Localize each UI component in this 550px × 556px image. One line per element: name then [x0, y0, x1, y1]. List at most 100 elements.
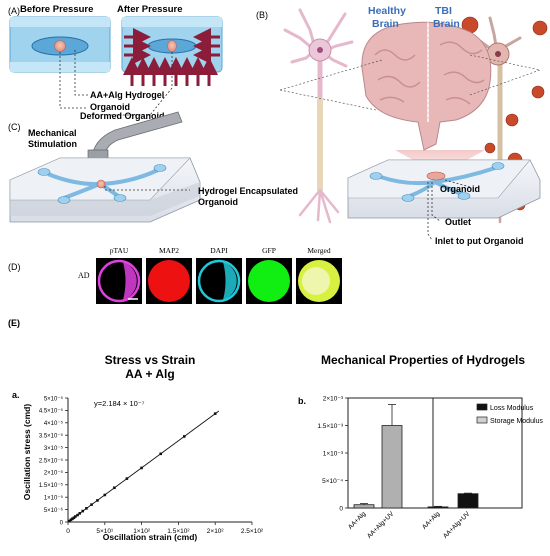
- category-label: AA+Alg+UV: [366, 510, 396, 540]
- channel-label: MAP2: [159, 246, 179, 255]
- x-tick-label: 2.5×10²: [241, 528, 264, 535]
- plot-frame: [347, 397, 523, 509]
- data-point: [71, 517, 74, 521]
- panel-a-label: (A): [8, 6, 20, 16]
- panel-c-label: (C): [8, 122, 21, 132]
- x-tick-label: 5×10¹: [96, 528, 114, 535]
- data-point: [182, 435, 186, 438]
- x-tick-label: 1×10²: [133, 528, 151, 535]
- data-point: [90, 503, 93, 506]
- y-tick-label: 2×10⁻³: [323, 395, 344, 402]
- healthy-label-1: Healthy: [368, 5, 406, 17]
- chart-a-panel-label: a.: [12, 390, 20, 400]
- chart-a-xlabel: Oscillation strain (cmd): [103, 532, 198, 542]
- y-tick-label: 4.5×10⁻⁵: [39, 408, 64, 415]
- x-tick-label: 2×10²: [207, 528, 225, 535]
- chart-b-title: Mechanical Properties of Hydrogels: [321, 353, 525, 367]
- data-point: [76, 513, 79, 517]
- bar: [427, 506, 449, 509]
- y-tick-label: 3×10⁻⁵: [44, 445, 64, 452]
- organoid-before: [54, 40, 66, 52]
- data-point: [96, 499, 99, 502]
- y-tick-label: 1×10⁻⁵: [44, 495, 64, 502]
- after-pressure-chamber: [121, 16, 223, 86]
- organoid-after: [167, 40, 177, 52]
- before-pressure-chamber: [9, 16, 111, 73]
- mechanical-label-1: Mechanical: [28, 128, 77, 138]
- stain-disc: [248, 260, 290, 302]
- category-label: AA+Alg: [421, 510, 442, 531]
- inlet-label: Inlet to put Organoid: [435, 236, 524, 246]
- bar: [353, 504, 375, 509]
- bar: [381, 425, 403, 509]
- mechanical-label-2: Stimulation: [28, 139, 77, 149]
- hydrogel-properties-chart: Mechanical Properties of Hydrogels b. 05…: [298, 353, 543, 540]
- microfluidic-chip-b: [347, 159, 541, 219]
- chart-a-title: Stress vs Strain: [105, 353, 196, 367]
- data-point: [78, 512, 82, 515]
- data-point: [140, 466, 143, 470]
- panel-b-callout-lines: [427, 179, 471, 241]
- stain-ring: [197, 259, 241, 303]
- data-point: [113, 486, 116, 490]
- panel-b: (B): [256, 5, 548, 246]
- zoom-lines: [279, 54, 541, 111]
- data-point: [81, 509, 85, 513]
- data-point: [74, 515, 77, 518]
- stain-ring: [97, 259, 141, 303]
- panel-c: (C) Mechanical Stimulation Hydrogel Enca…: [8, 111, 298, 223]
- panel-b-label: (B): [256, 10, 268, 20]
- panel-e-label: (E): [8, 318, 20, 328]
- fit-line: [67, 410, 220, 523]
- panel-a: (A) Before Pressure After Pressure: [8, 4, 223, 121]
- brain-illustration: [361, 21, 492, 175]
- chart-a-subtitle: AA + Alg: [125, 367, 174, 381]
- channel-label: Merged: [307, 246, 330, 255]
- y-tick-label: 0: [339, 505, 343, 512]
- stain-crescent: [223, 262, 237, 300]
- deformed-organoid-label: Deformed Organoid: [80, 111, 165, 121]
- data-point: [68, 519, 71, 523]
- x-tick-label: 1.5×10²: [167, 528, 190, 535]
- tbi-label-1: TBI: [435, 5, 452, 17]
- data-point: [103, 493, 107, 497]
- category-label: AA+Alg+UV: [442, 510, 472, 540]
- outlet-label: Outlet: [445, 217, 471, 227]
- legend-label: Loss Modulus: [490, 405, 534, 412]
- data-point: [72, 516, 76, 520]
- row-label-ad: AD: [78, 271, 90, 280]
- stain-crescent: [123, 262, 137, 300]
- organoid-in-chip-c: [96, 179, 106, 189]
- channel-label: DAPI: [210, 246, 228, 255]
- y-tick-label: 1.5×10⁻³: [317, 423, 343, 430]
- healthy-label-2: Brain: [372, 18, 399, 30]
- y-tick-label: 1.5×10⁻⁵: [39, 482, 64, 489]
- tbi-label-2: Brain: [433, 18, 460, 30]
- after-pressure-title: After Pressure: [117, 4, 182, 15]
- legend-swatch: [476, 416, 488, 424]
- y-tick-label: 1×10⁻³: [323, 450, 344, 457]
- stress-strain-chart: Stress vs Strain AA + Alg a. y=2.184 × 1…: [12, 353, 264, 542]
- legend-label: Storage Modulus: [490, 418, 543, 425]
- pressure-arrows-side: [124, 28, 220, 64]
- data-point: [159, 452, 163, 456]
- stain-disc: [148, 260, 190, 302]
- healthy-neuron: [283, 8, 354, 224]
- encapsulated-label-1: Hydrogel Encapsulated: [198, 186, 298, 196]
- data-point: [69, 518, 73, 522]
- data-point: [125, 477, 129, 480]
- chart-b-panel-label: b.: [298, 396, 306, 406]
- legend-swatch: [476, 403, 488, 411]
- before-pressure-title: Before Pressure: [20, 4, 93, 15]
- encapsulated-label-2: Organoid: [198, 197, 238, 207]
- pressure-arrows-bottom: [123, 57, 218, 86]
- organoid-label-b: Organoid: [440, 184, 480, 194]
- organoid-label-a: Organoid: [90, 102, 130, 112]
- panel-e: (E): [8, 318, 20, 328]
- data-point: [85, 507, 88, 510]
- y-tick-label: 4×10⁻⁵: [44, 420, 64, 427]
- organoid-in-chip-b: [426, 171, 446, 181]
- panel-d-label: (D): [8, 262, 21, 272]
